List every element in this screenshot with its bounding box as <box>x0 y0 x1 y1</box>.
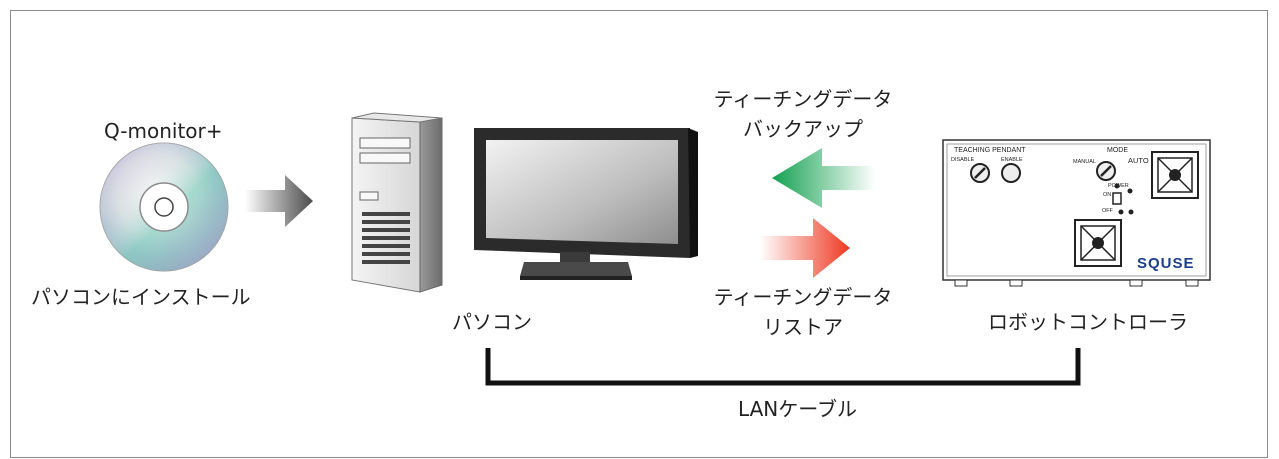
manual-label: MANUAL <box>1073 159 1096 165</box>
off-label: OFF <box>1102 208 1114 214</box>
auto-label: AUTO <box>1128 156 1149 165</box>
mode-label: MODE <box>1107 147 1128 154</box>
software-name: Q-monitor+ <box>104 119 223 143</box>
on-label: ON <box>1103 192 1111 198</box>
pc-tower-icon <box>351 112 443 293</box>
restore-label-line1: ティーチングデータ <box>713 285 893 309</box>
robot-controller-icon: TEACHING PENDANT DISABLE ENABLE MODE MAN… <box>942 139 1211 287</box>
pc-label: パソコン <box>452 310 532 334</box>
diagram-frame <box>10 10 1268 458</box>
controller-label: ロボットコントローラ <box>988 310 1188 334</box>
squse-logo: SQUSE <box>1137 255 1195 272</box>
backup-arrow <box>772 148 875 208</box>
backup-label-line1: ティーチングデータ <box>713 87 893 111</box>
restore-label: ティーチングデータ リストア <box>703 282 903 342</box>
disable-label: DISABLE <box>951 157 975 163</box>
backup-label: ティーチングデータ バックアップ <box>703 84 903 144</box>
power-label: POWER <box>1108 183 1129 189</box>
teaching-pendant-label: TEACHING PENDANT <box>954 147 1026 154</box>
install-label: パソコンにインストール <box>31 285 251 309</box>
enable-label: ENABLE <box>1001 157 1023 163</box>
lan-cable-line <box>485 348 1081 386</box>
monitor-icon <box>474 128 698 280</box>
cd-disc-icon <box>99 142 229 272</box>
restore-label-line2: リストア <box>763 315 843 339</box>
lan-cable-label: LANケーブル <box>738 397 858 421</box>
backup-label-line2: バックアップ <box>743 117 863 141</box>
restore-arrow <box>760 218 850 278</box>
install-arrow <box>245 175 313 227</box>
